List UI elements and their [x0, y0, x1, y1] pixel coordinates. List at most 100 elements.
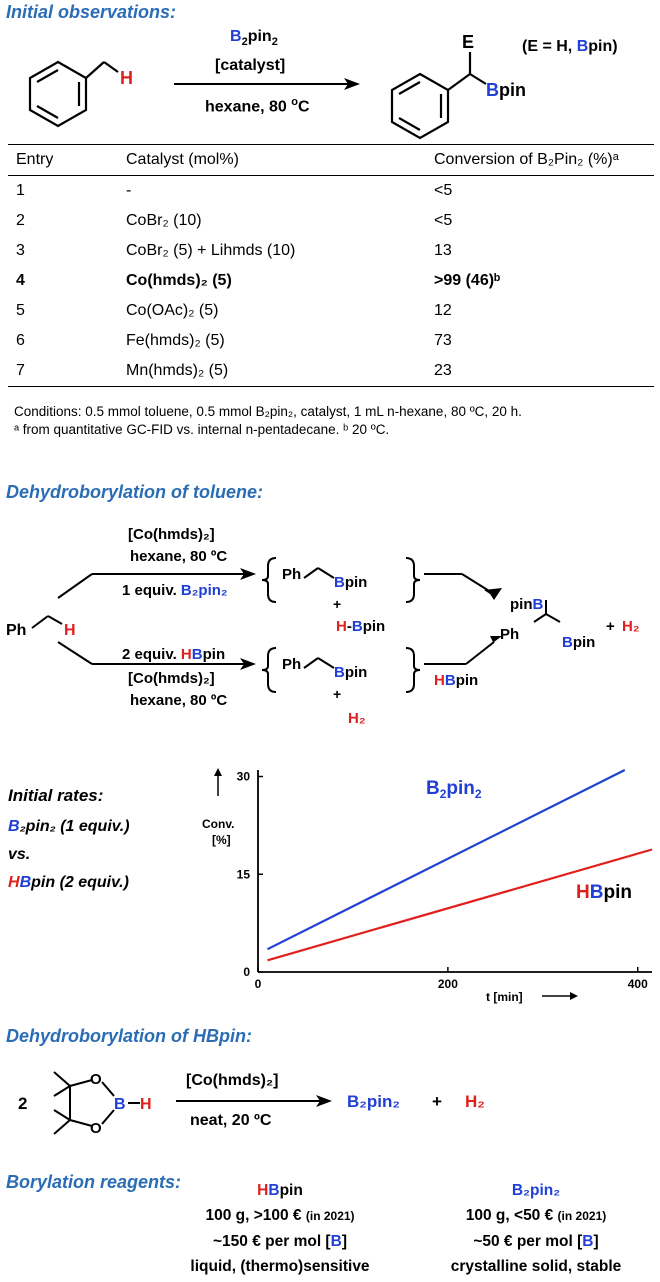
product-b-label: B — [486, 80, 499, 100]
intermediate-bottom-ph: Ph — [282, 656, 302, 673]
x-label: t [min] — [486, 990, 523, 1004]
y-label-line1: Conv. — [202, 817, 234, 831]
e-definition: (E = H, Bpin) — [522, 38, 618, 55]
top-catalyst: [Co(hmds)₂] — [128, 526, 215, 543]
hbpin-price: 100 g, >100 € (in 2021) — [205, 1207, 355, 1224]
intermediate-bottom-bpin: Bpin — [334, 664, 368, 681]
cell-catalyst: Fe(hmds)₂ (5) — [126, 332, 225, 349]
bottom-equiv: 2 equiv. HBpin — [122, 646, 226, 663]
table-footnote-notes: ᵃ from quantitative GC-FID vs. internal … — [14, 422, 390, 437]
h-atom-label: H — [120, 68, 133, 88]
section-heading-dehydro-hbpin: Dehydroborylation of HBpin: — [6, 1026, 252, 1046]
b2pin2-name: B₂pin₂ — [511, 1182, 561, 1199]
hbpin-structure: O O B H — [53, 1071, 152, 1137]
section-heading-dehydro-toluene: Dehydroborylation of toluene: — [6, 482, 264, 502]
hbpin-arrow — [176, 1095, 332, 1107]
hydride-atom: H — [140, 1096, 152, 1113]
hbpin-nature: liquid, (thermo)sensitive — [190, 1258, 370, 1275]
hbpin-h2: H₂ — [465, 1092, 485, 1111]
hbpin-plus: + — [432, 1092, 442, 1111]
y-arrowhead-icon — [214, 768, 222, 776]
header-catalyst: Catalyst (mol%) — [118, 144, 426, 176]
product-structure: E B pin — [390, 32, 526, 140]
hbpin-coefficient: 2 — [18, 1094, 28, 1113]
table-row: 4 Co(hmds)₂ (5) >99 (46)ᵇ — [8, 266, 654, 296]
substrate-h: H — [64, 622, 76, 639]
cell-conversion: >99 (46)ᵇ — [434, 272, 501, 289]
reagent-column-hbpin: HBpin 100 g, >100 € (in 2021) ~150 € per… — [150, 1178, 410, 1279]
e-label: E — [462, 32, 474, 52]
cell-entry: 7 — [8, 356, 118, 387]
product-bpin: Bpin — [562, 634, 596, 651]
rates-line-hbpin: HBpin (2 equiv.) — [8, 874, 129, 891]
reaction-conditions: hexane, 80 oC — [205, 96, 310, 116]
series-line-hbpin — [267, 848, 653, 962]
cell-entry: 1 — [16, 182, 25, 199]
bottom-catalyst: [Co(hmds)₂] — [128, 670, 215, 687]
oxygen-bottom: O — [90, 1120, 102, 1137]
x-tick-label: 200 — [438, 977, 458, 991]
catalyst-table: Entry Catalyst (mol%) Conversion of B₂Pi… — [8, 144, 654, 387]
product-h2: H₂ — [622, 618, 640, 635]
product-pin-label: pin — [499, 80, 526, 100]
header-entry: Entry — [8, 144, 118, 176]
byproduct-hbpin: H-Bpin — [336, 618, 386, 635]
byproduct-h2: H₂ — [348, 710, 366, 727]
reagent-b2pin2: B2pin2 — [230, 28, 278, 49]
boron-atom: B — [114, 1096, 126, 1113]
cell-conversion: 13 — [434, 242, 452, 259]
top-equiv: 1 equiv. B₂pin₂ — [122, 582, 228, 599]
cell-conversion: <5 — [434, 212, 453, 229]
x-tick-label: 400 — [628, 977, 648, 991]
reagent-catalyst: [catalyst] — [215, 57, 286, 74]
intermediate-top-ph: Ph — [282, 566, 302, 583]
cell-entry: 4 — [16, 272, 25, 289]
x-arrowhead-icon — [570, 992, 578, 1000]
rates-line-b2pin2: B₂pin₂ (1 equiv.) — [8, 818, 130, 835]
product-plus: + — [606, 618, 615, 635]
hbpin-per-mol: ~150 € per mol [B] — [213, 1233, 347, 1250]
cell-conversion: <5 — [434, 182, 453, 199]
cell-catalyst: CoBr₂ (5) + Lihmds (10) — [126, 242, 296, 259]
substrate-ph: Ph — [6, 622, 27, 639]
rates-line-vs: vs. — [8, 846, 31, 863]
cell-conversion: 12 — [434, 302, 452, 319]
series-label-hbpin: HBpin — [576, 882, 632, 903]
b2pin2-per-mol: ~50 € per mol [B] — [473, 1233, 599, 1250]
toluene-structure: H — [28, 60, 133, 128]
cell-entry: 2 — [16, 212, 25, 229]
hbpin-name: HBpin — [257, 1182, 303, 1199]
cell-catalyst: - — [126, 182, 132, 199]
b2pin2-price: 100 g, <50 € (in 2021) — [465, 1207, 607, 1224]
cell-entry: 3 — [16, 242, 25, 259]
reaction-arrow — [174, 78, 360, 90]
bottom-conditions: hexane, 80 ºC — [130, 692, 228, 709]
header-conversion: Conversion of B₂Pin₂ (%)ᵃ — [426, 144, 654, 176]
rates-title: Initial rates: — [8, 786, 104, 805]
intermediate-top-plus: + — [333, 596, 342, 612]
product-ph: Ph — [500, 626, 520, 643]
table-footnote-conditions: Conditions: 0.5 mmol toluene, 0.5 mmol B… — [14, 404, 522, 419]
product-pinb: pinB — [510, 596, 544, 613]
series-label-b2pin2: B2pin2 — [426, 778, 482, 801]
cell-catalyst: Co(hmds)₂ (5) — [126, 272, 232, 289]
table-row: 5 Co(OAc)₂ (5) 12 — [8, 296, 654, 326]
table-row: 1 - <5 — [8, 176, 654, 207]
intermediate-bottom-plus: + — [333, 686, 342, 702]
reagent-hbpin: HBpin — [434, 672, 479, 689]
cell-catalyst: Co(OAc)₂ (5) — [126, 302, 219, 319]
intermediate-top-bpin: Bpin — [334, 574, 368, 591]
hbpin-product: B₂pin₂ — [347, 1092, 400, 1111]
y-tick-label: 0 — [243, 965, 250, 979]
cell-conversion: 23 — [426, 356, 654, 387]
section-heading-initial: Initial observations: — [6, 2, 177, 22]
series-line-b2pin2 — [267, 769, 626, 951]
toluene-scheme-arrows — [31, 557, 561, 693]
cell-entry: 5 — [16, 302, 25, 319]
section-heading-reagents: Borylation reagents: — [6, 1172, 182, 1192]
cell-entry: 6 — [16, 332, 25, 349]
